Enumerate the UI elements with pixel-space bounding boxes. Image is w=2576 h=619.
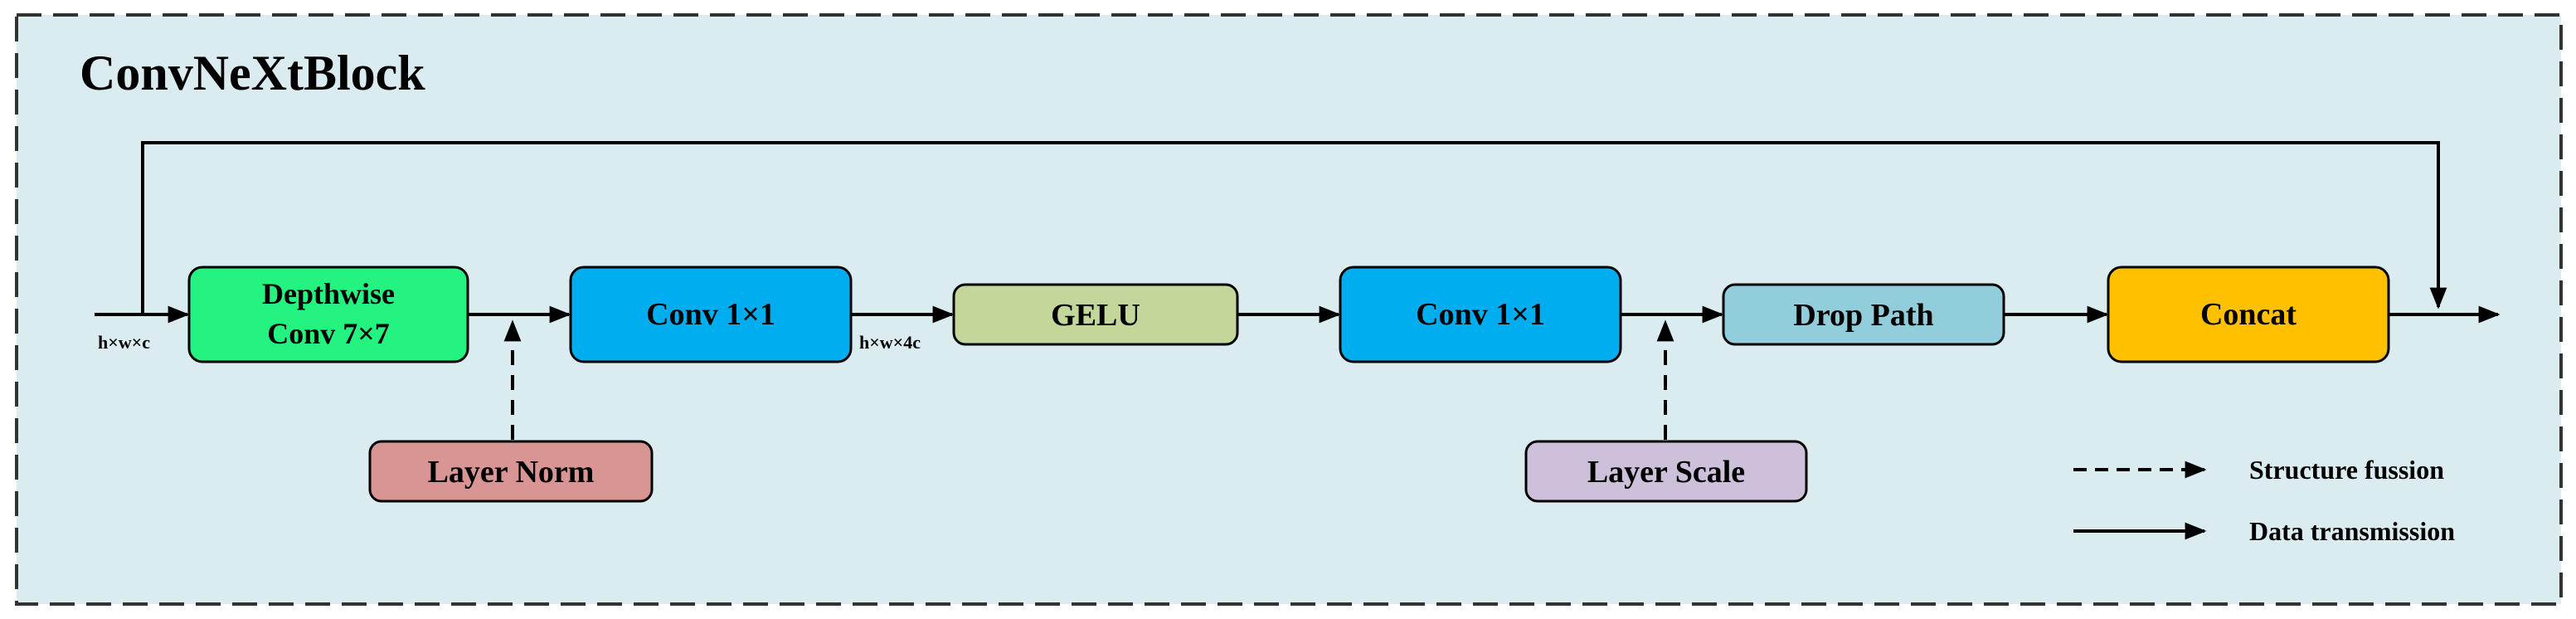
- block-layer-scale: Layer Scale: [1524, 440, 1808, 503]
- block-conv1x1-second: Conv 1×1: [1339, 266, 1622, 363]
- layernorm-label: Layer Norm: [428, 455, 595, 490]
- legend-dashed-label: Structure fussion: [2249, 455, 2444, 485]
- input-dim-label: h×w×c: [98, 332, 150, 353]
- fusion-arrows: [503, 319, 1674, 440]
- layerscale-label: Layer Scale: [1587, 455, 1745, 490]
- legend-solid-label: Data transmission: [2249, 516, 2455, 546]
- diagram-title: ConvNeXtBlock: [80, 46, 425, 100]
- block-gelu: GELU: [952, 283, 1239, 346]
- gelu-label: GELU: [1051, 298, 1140, 333]
- concat-label: Concat: [2200, 297, 2297, 332]
- block-conv1x1-first: Conv 1×1: [569, 266, 853, 363]
- legend: Structure fussion Data transmission: [2073, 455, 2455, 546]
- block-depthwise-conv: Depthwise Conv 7×7: [187, 266, 469, 363]
- droppath-label: Drop Path: [1793, 298, 1933, 333]
- block-concat: Concat: [2107, 266, 2390, 363]
- block-layer-norm: Layer Norm: [368, 440, 654, 503]
- data-flow-arrows: [95, 141, 2501, 324]
- depthwise-label-line2: Conv 7×7: [267, 317, 390, 350]
- block-drop-path: Drop Path: [1722, 283, 2005, 346]
- depthwise-label-line1: Depthwise: [262, 277, 395, 310]
- conv2-label: Conv 1×1: [1416, 297, 1545, 332]
- conv1-label: Conv 1×1: [646, 297, 775, 332]
- expanded-dim-label: h×w×4c: [859, 332, 921, 353]
- skip-connection: [141, 141, 2447, 314]
